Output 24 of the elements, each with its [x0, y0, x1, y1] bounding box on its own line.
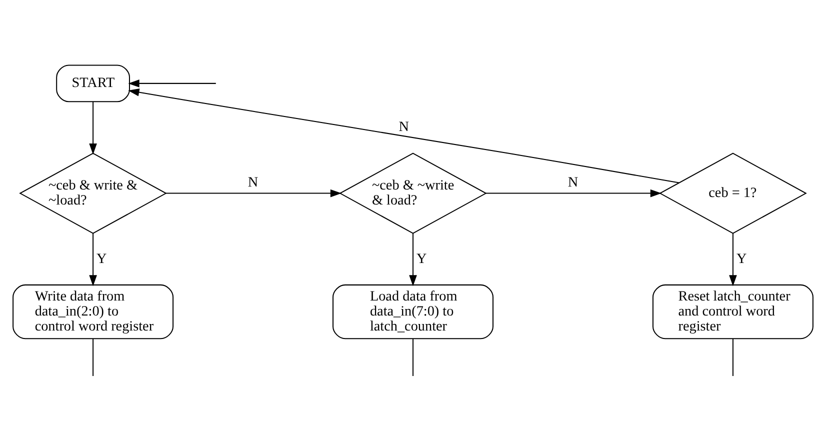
arrow: [166, 188, 342, 197]
edge-label: Y: [96, 250, 106, 266]
connector: [412, 338, 413, 376]
arrow: [486, 188, 662, 197]
arrow: [128, 88, 679, 183]
node-diamond: ceb = 1?: [658, 152, 806, 234]
edge-label: Y: [416, 250, 426, 266]
node-diamond: ~ceb & ~write & load?: [338, 152, 486, 234]
edge-label: N: [398, 118, 409, 135]
arrow: [728, 232, 736, 286]
node-box: Write data from data_in(2:0) to control word register: [12, 284, 174, 339]
node-diamond: ~ceb & write & ~load?: [18, 152, 166, 234]
node-box: START: [56, 64, 130, 102]
connector: [732, 338, 733, 376]
arrow: [408, 232, 416, 286]
edge-label: N: [247, 174, 258, 190]
edge-label: Y: [736, 250, 746, 266]
arrow: [88, 101, 96, 154]
edge-label: N: [567, 174, 578, 190]
arrow: [88, 232, 96, 286]
node-box: Reset latch_counter and control word register: [652, 284, 813, 339]
arrow: [128, 79, 216, 87]
node-box: Load data from data_in(7:0) to latch_counter: [332, 284, 493, 339]
connector: [92, 338, 94, 376]
